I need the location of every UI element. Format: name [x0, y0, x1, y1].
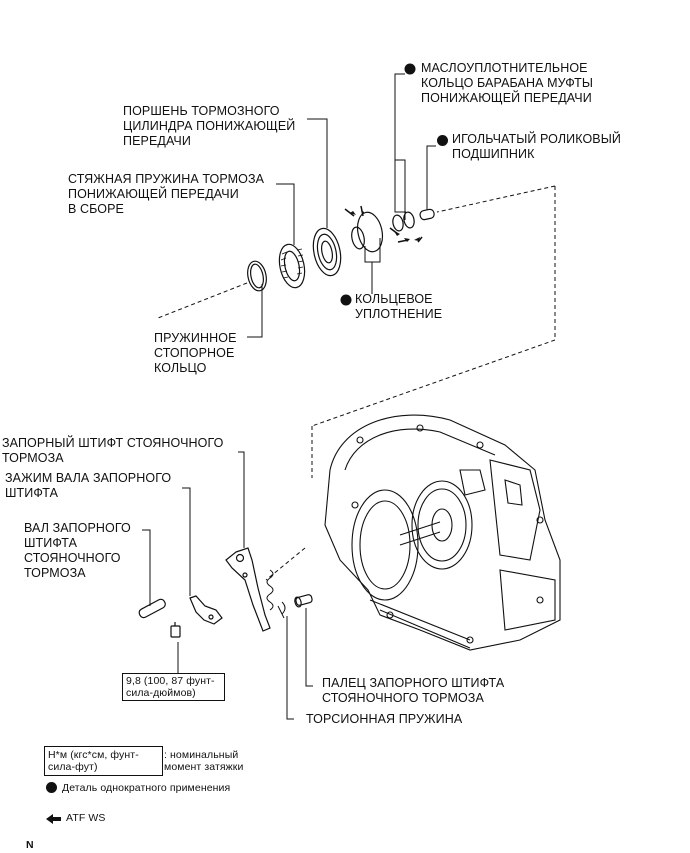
non-reusable-dot-o-ring [340, 294, 352, 306]
label-pawl-shaft-clamp: ЗАЖИМ ВАЛА ЗАПОРНОГО ШТИФТА [5, 471, 172, 500]
atf-arrow-5 [414, 237, 420, 241]
oil-seal-rings [392, 211, 415, 232]
label-brake-return-spring: СТЯЖНАЯ ПРУЖИНА ТОРМОЗА ПОНИЖАЮЩЕЙ ПЕРЕД… [68, 172, 265, 216]
legend-atf: ATF WS [66, 812, 106, 824]
snap-ring-shape [247, 260, 267, 292]
footer-code: N [26, 839, 34, 851]
legend-atf-arrow-icon [46, 814, 61, 824]
o-ring-shapes [351, 211, 384, 253]
label-parking-lock-pawl: ЗАПОРНЫЙ ШТИФТ СТОЯНОЧНОГО ТОРМОЗА [2, 436, 224, 465]
label-brake-piston: ПОРШЕНЬ ТОРМОЗНОГО ЦИЛИНДРА ПОНИЖАЮЩЕЙ П… [123, 104, 296, 148]
label-snap-ring: ПРУЖИННОЕ СТОПОРНОЕ КОЛЬЦО [154, 331, 237, 375]
label-clutch-drum-oil-seal: МАСЛОУПЛОТНИТЕЛЬНОЕ КОЛЬЦО БАРАБАНА МУФТ… [421, 61, 594, 105]
legend-torque-unit: Н*м (кгс*см, фунт- сила-фут) [48, 749, 139, 773]
pawl-pin-shape [294, 594, 313, 608]
needle-bearing-shape [419, 208, 435, 221]
clamp-shape [189, 595, 223, 625]
label-pawl-pin: ПАЛЕЦ ЗАПОРНОГО ШТИФТА СТОЯНОЧНОГО ТОРМО… [322, 676, 505, 705]
legend-non-reusable-dot [46, 782, 57, 793]
non-reusable-dot-oil-seal [404, 63, 416, 75]
non-reusable-dot-bearing [437, 135, 448, 146]
label-needle-roller-bearing: ИГОЛЬЧАТЫЙ РОЛИКОВЫЙ ПОДШИПНИК [452, 132, 621, 161]
label-pawl-shaft: ВАЛ ЗАПОРНОГО ШТИФТА СТОЯНОЧНОГО ТОРМОЗА [24, 521, 131, 580]
label-torsion-spring: ТОРСИОННАЯ ПРУЖИНА [306, 712, 463, 726]
legend-torque-unit-box: Н*м (кгс*см, фунт- сила-фут) [44, 746, 163, 776]
transaxle-case-shape [324, 414, 561, 651]
legend-non-reusable: Деталь однократного применения [62, 782, 231, 794]
upper-guide-dashes [157, 185, 556, 581]
brake-piston-shape [312, 227, 342, 277]
torsion-spring-shape [266, 569, 286, 619]
legend-torque-description: : номинальный момент затяжки [164, 749, 244, 773]
torque-spec-box: 9,8 (100, 87 фунт- сила-дюймов) [122, 673, 225, 701]
atf-arrow-1 [350, 211, 357, 217]
label-o-ring: КОЛЬЦЕВОЕ УПЛОТНЕНИЕ [355, 292, 443, 321]
leader-lines [142, 73, 436, 720]
pawl-shaft-shape [138, 598, 166, 619]
parking-pawl-shape [225, 547, 271, 632]
torque-spec-value: 9,8 (100, 87 фунт- сила-дюймов) [126, 675, 215, 699]
bolt-shape [170, 622, 181, 638]
return-spring-shape [278, 243, 306, 289]
